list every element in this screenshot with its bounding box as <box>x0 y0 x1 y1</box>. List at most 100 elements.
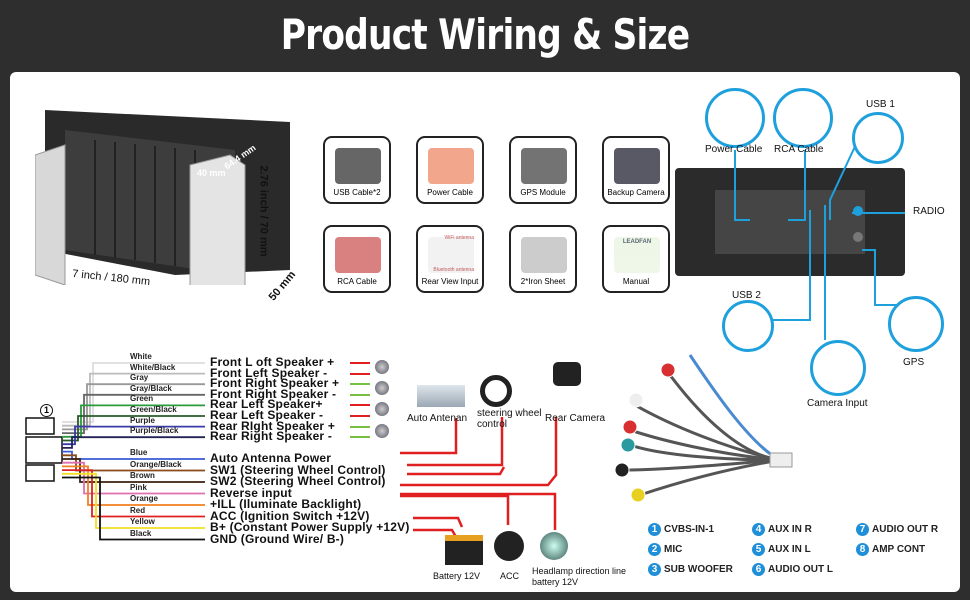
page-title: Product Wiring & Size <box>280 10 690 59</box>
rca-legend-label: AMP CONT <box>872 544 926 555</box>
accessory-label: Power Cable <box>427 188 473 197</box>
speaker-wire-mark <box>350 362 370 364</box>
number-badge: 6 <box>752 563 765 576</box>
speaker-wire-mark <box>350 415 370 417</box>
head-unit-image <box>34 100 295 296</box>
bluetooth-antenna-label: Bluetooth antenna <box>433 267 474 273</box>
gps-circle <box>888 296 944 352</box>
rca-legend-label: AUX IN R <box>768 524 812 535</box>
wiring-diagram <box>25 362 205 541</box>
wire-function-label: B+ (Constant Power Supply +12V) <box>210 520 410 534</box>
number-badge: 2 <box>648 543 661 556</box>
wire-color-label: Yellow <box>130 517 155 526</box>
speaker-wire-mark <box>350 372 370 375</box>
accessory-label: Backup Camera <box>607 188 665 197</box>
acc-label: ACC <box>500 571 520 581</box>
wire-black <box>62 476 205 541</box>
usb-cable-icon <box>335 148 381 184</box>
gps-label: GPS <box>903 357 925 368</box>
iron-sheet-icon <box>521 237 567 273</box>
number-badge: 5 <box>752 543 765 556</box>
usb2-label: USB 2 <box>732 290 761 301</box>
headlamp-label: Headlamp direction line battery 12V <box>532 566 627 587</box>
manual-brand: LEADFAN <box>622 239 652 245</box>
battery-icon <box>445 535 483 565</box>
speaker-wire-mark <box>350 383 370 386</box>
rca-legend-label: MIC <box>664 544 683 555</box>
wire-color-label: Brown <box>130 471 155 480</box>
usb2-circle <box>722 300 774 352</box>
wire-color-label: Gray <box>130 373 149 383</box>
manual-icon: LEADFAN <box>614 237 660 273</box>
camera-input-circle <box>810 340 866 396</box>
number-badge: 7 <box>856 523 869 536</box>
battery-label: Battery 12V <box>433 571 481 581</box>
speaker-icon <box>375 360 389 374</box>
speaker-wire-mark <box>350 393 370 396</box>
rca-cable-label: RCA Cable <box>774 144 824 155</box>
wire-green-black <box>62 415 205 442</box>
wire-color-label: Green <box>130 394 154 404</box>
device-connection-lines <box>400 417 558 538</box>
accessory-backup-camera: Backup Camera <box>602 136 670 204</box>
speaker-icon <box>375 402 389 417</box>
connector-number: 1 <box>40 404 53 417</box>
wire-function-label: ACC (Ignition Switch +12V) <box>210 508 370 523</box>
wire-purple <box>62 425 205 446</box>
wire-function-label: +ILL (Iluminate Backlight) <box>210 497 362 511</box>
wire-color-label: Blue <box>130 448 148 457</box>
steering-wheel-label: steering wheel control <box>477 408 542 430</box>
acc-key-icon <box>494 531 524 561</box>
wire-gray-black <box>62 393 205 434</box>
wire-function-label: GND (Ground Wire/ B-) <box>210 531 345 546</box>
speaker-icon <box>375 423 389 438</box>
camera-icon <box>614 148 660 184</box>
accessory-label: RCA Cable <box>337 277 377 286</box>
accessory-label: Rear View Input <box>421 277 479 286</box>
rca-legend-label: CVBS-IN-1 <box>664 524 715 535</box>
rear-camera-icon <box>553 362 581 386</box>
speaker-wire-mark <box>350 404 370 407</box>
rca-legend-label: AUDIO OUT R <box>872 524 939 535</box>
wire-function-label: SW1 (Steering Wheel Control) <box>210 462 386 477</box>
accessory-gps-module: GPS Module <box>509 136 577 204</box>
gps-module-icon <box>521 148 567 184</box>
rear-camera-label: Rear Camera <box>545 413 606 424</box>
wire-function-label: Rear RIght Speaker + <box>210 418 336 433</box>
speaker-icon <box>375 381 389 396</box>
wire-red <box>62 469 205 518</box>
wire-function-label: Front Right Speaker - <box>210 386 337 401</box>
accessory-label: USB Cable*2 <box>333 188 381 197</box>
harness-connector <box>25 417 63 482</box>
number-badge: 4 <box>752 523 765 536</box>
wire-purple-black <box>62 436 205 449</box>
accessory-power-cable: Power Cable <box>416 136 484 204</box>
back-panel-image <box>675 168 905 276</box>
speaker-wire-mark <box>350 436 370 439</box>
rca-legend-label: AUX IN L <box>768 544 811 555</box>
radio-label: RADIO <box>913 206 945 217</box>
wire-function-label: Rear Left Speaker+ <box>210 397 323 412</box>
wifi-antenna-label: WiFi antenna <box>444 235 474 241</box>
dim-height: 2.76 inch / 70 mm <box>257 165 270 257</box>
wire-color-label: Orange <box>130 494 159 503</box>
accessory-rca-cable: RCA Cable <box>323 225 391 293</box>
wire-color-label: Pink <box>130 482 147 492</box>
usb1-label: USB 1 <box>866 99 895 110</box>
wire-function-label: Front Left Speaker - <box>210 365 328 380</box>
wire-yellow <box>62 472 205 529</box>
camera-input-label: Camera Input <box>807 398 868 409</box>
wire-color-label: Purple/Black <box>130 426 179 436</box>
wire-color-label: Gray/Black <box>130 383 172 393</box>
wire-orange <box>62 465 205 506</box>
back-panel-leader-lines <box>734 124 910 340</box>
